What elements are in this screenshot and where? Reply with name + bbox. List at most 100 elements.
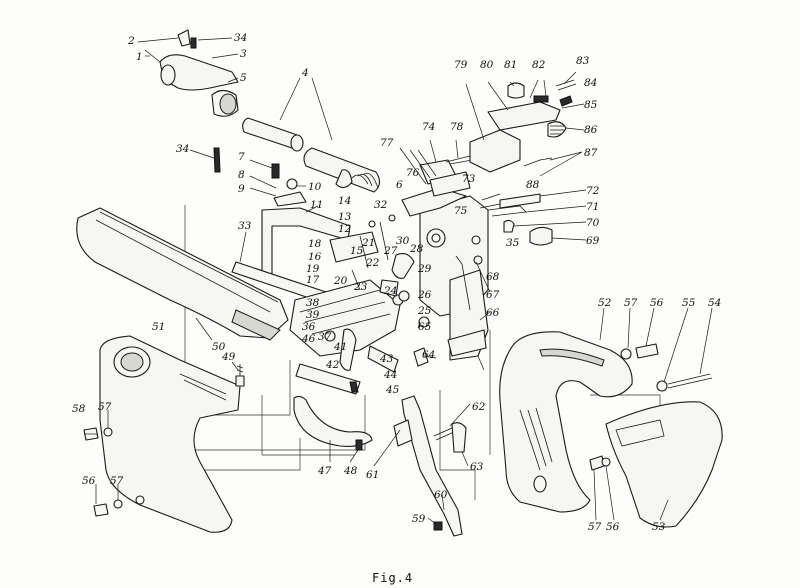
callout-53b: 53: [652, 521, 666, 533]
front-sight-group: [469, 79, 577, 246]
callout-82: 82: [532, 59, 546, 71]
callout-57-right-bottom: 57: [588, 521, 602, 533]
callout-75: 75: [454, 205, 468, 217]
callout-52: 52: [598, 297, 612, 309]
callout-1: 1: [136, 51, 143, 63]
callout-labels-right: 54 56 53: [606, 297, 721, 533]
part-3-sight-base: [159, 54, 239, 91]
callout-22: 22: [365, 257, 380, 269]
part-1-screw: [144, 49, 161, 63]
callout-71: 71: [586, 201, 599, 213]
part-65-pin: [418, 316, 430, 328]
callout-5: 5: [240, 72, 247, 84]
callout-63: 63: [470, 461, 484, 473]
callout-49: 49: [221, 351, 236, 363]
part-84-screw: [559, 95, 573, 107]
callout-20: 20: [333, 275, 348, 287]
callout-59: 59: [412, 513, 426, 525]
callout-29: 29: [417, 263, 432, 275]
callout-34-lower: 34: [176, 143, 189, 155]
callout-83: 83: [576, 55, 590, 67]
part-34-pin-top: [190, 37, 197, 49]
part-79-housing: [469, 129, 521, 173]
part-60-lever: [401, 395, 463, 537]
callout-3: 3: [240, 48, 247, 60]
callout-42: 42: [325, 359, 340, 371]
part-52-grip: [499, 331, 633, 513]
callout-84: 84: [584, 77, 597, 89]
callout-10: 10: [308, 181, 322, 193]
callout-34-top: 34: [234, 32, 247, 44]
callout-11: 11: [310, 199, 323, 211]
callout-30: 30: [396, 235, 410, 247]
callout-23: 23: [353, 281, 368, 293]
callout-15: 15: [350, 245, 364, 257]
callout-32: 32: [374, 199, 388, 211]
callout-18: 18: [308, 238, 322, 250]
callout-14: 14: [338, 195, 351, 207]
part-80-plate: [487, 101, 561, 131]
callout-57-left-bottom: 57: [110, 475, 124, 487]
callout-78: 78: [450, 121, 464, 133]
rear-sight-group: [144, 29, 239, 173]
callout-60: 60: [434, 489, 448, 501]
part-72-rod: [499, 193, 541, 209]
right-grip-body: [499, 331, 633, 513]
trigger-lever: [393, 395, 467, 537]
part-86-wheel: [547, 121, 567, 138]
callout-81: 81: [504, 59, 517, 71]
part-87-screw: [523, 157, 553, 167]
callout-67: 67: [486, 289, 500, 301]
left-grip-panel: [99, 335, 241, 533]
part-3-bore: [160, 64, 176, 86]
callout-48: 48: [343, 465, 358, 477]
right-grip-shell: [605, 401, 723, 528]
callout-labels: 2 1 34 3 5 4 34 7 8 9 10 11 33 14 13 12 …: [72, 32, 696, 533]
callout-43: 43: [379, 353, 394, 365]
sear-group: [413, 255, 489, 367]
callout-9: 9: [238, 183, 245, 195]
barrel-weights: [242, 117, 381, 193]
callout-57-left-top: 57: [98, 401, 112, 413]
callout-27: 27: [383, 245, 398, 257]
part-41-trigger: [339, 328, 357, 371]
callout-56-left: 56: [82, 475, 96, 487]
callout-44: 44: [383, 369, 397, 381]
part-43-lever: [367, 345, 399, 373]
callout-26: 26: [417, 289, 432, 301]
callout-57-right-top: 57: [624, 297, 638, 309]
callout-69: 69: [586, 235, 600, 247]
trigger-guard: [293, 395, 373, 451]
callout-56b: 56: [606, 521, 620, 533]
callout-37: 37: [318, 331, 332, 343]
leader-lines: [84, 37, 713, 525]
callout-77: 77: [380, 137, 394, 149]
callout-24: 24: [383, 285, 397, 297]
part-7-screw: [271, 163, 280, 179]
callout-65: 65: [418, 321, 432, 333]
callout-6: 6: [396, 179, 403, 191]
callout-2: 2: [127, 35, 135, 47]
figure-caption: Fig.4: [372, 571, 413, 585]
part-53-shell: [605, 401, 723, 528]
callout-88: 88: [526, 179, 540, 191]
callout-72: 72: [586, 185, 600, 197]
callout-17: 17: [306, 274, 320, 286]
part-71-spring: [487, 205, 527, 217]
part-82-pin: [533, 95, 549, 103]
callout-21: 21: [361, 237, 375, 249]
callout-25: 25: [417, 305, 432, 317]
callout-64: 64: [422, 349, 435, 361]
callout-80: 80: [480, 59, 494, 71]
callout-55: 55: [682, 297, 696, 309]
frame-rail: [76, 207, 289, 341]
callout-62: 62: [472, 401, 486, 413]
part-63-block: [451, 422, 467, 453]
callout-61: 61: [366, 469, 379, 481]
part-50-rail: [76, 207, 289, 339]
callout-13: 13: [338, 211, 352, 223]
part-47-guard: [293, 395, 373, 447]
callout-54b: 54: [708, 297, 721, 309]
callout-86: 86: [584, 124, 598, 136]
